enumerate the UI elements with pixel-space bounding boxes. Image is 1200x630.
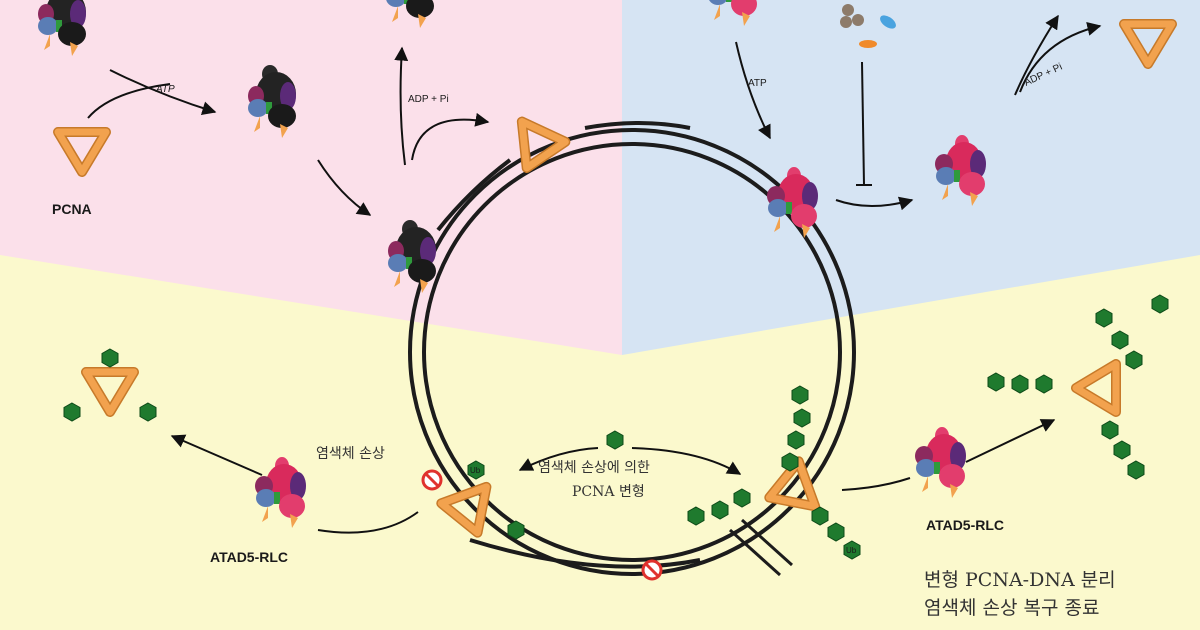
arrow-release-bottom-right — [965, 419, 1056, 463]
arrow-to-dna — [317, 159, 372, 216]
arrow-release-left — [170, 434, 263, 476]
arrow-complex-loading — [109, 69, 217, 115]
result-label-line2: 염색체 손상 복구 종료 — [924, 597, 1099, 619]
arrow-release-right — [411, 112, 490, 161]
inhibitor-molecules — [840, 4, 896, 48]
arrow-modify-right — [631, 447, 742, 475]
arrow-atp-right — [735, 41, 771, 140]
ubiquitin-bound-2 — [507, 520, 525, 540]
atp-label-left: ATP — [155, 84, 175, 95]
arrow-release-pcna-right — [1019, 22, 1102, 93]
arrow-release-up-right — [1014, 14, 1059, 96]
arrow-release-up — [394, 46, 409, 166]
chromosome-damage-label: 염색체 손상 — [316, 446, 385, 462]
modification-label-line1: 염색체 손상에 의한 — [538, 460, 650, 476]
stop-sign-left — [421, 469, 443, 491]
modification-label-line2: PCNA 변형 — [572, 484, 645, 500]
background-blue — [622, 0, 1200, 355]
stop-sign-bottom — [641, 559, 663, 581]
arrow-modify-left — [518, 447, 599, 471]
arrow-unloading — [835, 196, 914, 211]
pcna-label: PCNA — [52, 201, 92, 217]
ubiquitin-left-1 — [101, 348, 119, 368]
ubiquitin-center — [606, 430, 624, 450]
result-label-line1: 변형 PCNA-DNA 분리 — [924, 569, 1116, 591]
inhibition-line — [861, 61, 865, 186]
adp-pi-label-left: ADP + Pi — [408, 94, 449, 105]
ubiquitin-left-3 — [139, 402, 157, 422]
arrow-atad5-left-link — [317, 511, 419, 534]
circular-dna — [408, 121, 856, 577]
ub-label-2: Ub — [846, 546, 857, 555]
atad5-label-left: ATAD5-RLC — [210, 549, 288, 565]
atp-label-right: ATP — [748, 78, 767, 89]
ubiquitin-left-2 — [63, 402, 81, 422]
arrow-bottom-right-link — [841, 477, 911, 491]
background-pink — [0, 0, 622, 355]
ub-label-1: Ub — [470, 466, 481, 475]
arrow-pcna-join — [87, 83, 171, 119]
atad5-label-right: ATAD5-RLC — [926, 517, 1004, 533]
